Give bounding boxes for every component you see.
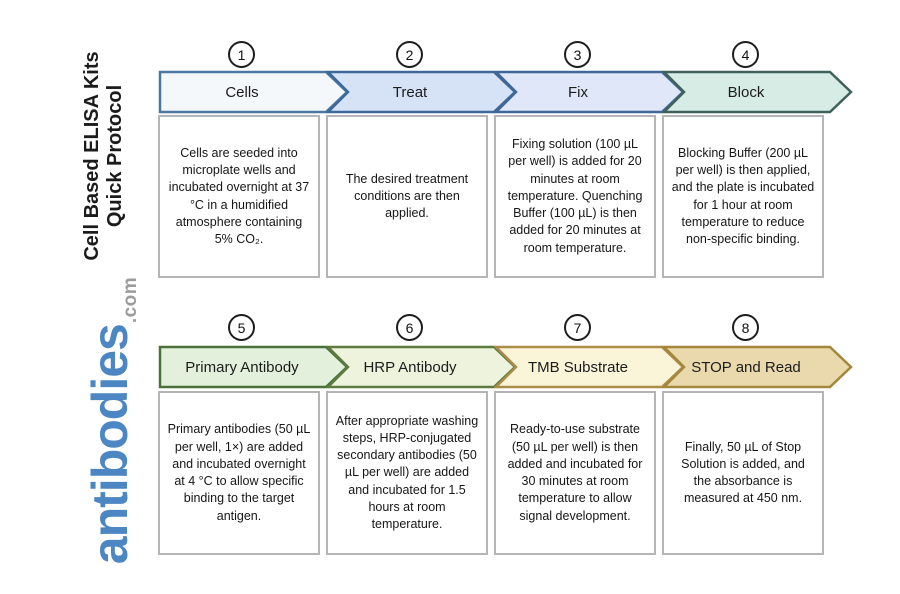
- chevron-arrow-icon: [662, 70, 853, 114]
- chevron-arrow-icon: [662, 345, 853, 389]
- step-number: 2: [405, 46, 414, 63]
- brand-logo-wordmark: antibodies: [82, 324, 138, 565]
- step-number-badge: 1: [228, 41, 255, 68]
- brand-logo: antibodies.com: [81, 271, 155, 571]
- step-number-badge: 3: [564, 41, 591, 68]
- step-number-badge: 4: [732, 41, 759, 68]
- step-number-badge: 2: [396, 41, 423, 68]
- step-number-badge: 8: [732, 314, 759, 341]
- chevron-arrow-icon: [326, 70, 517, 114]
- step-number: 8: [741, 319, 750, 336]
- page-title-line1: Cell Based ELISA Kits: [81, 51, 103, 261]
- step-description: Blocking Buffer (200 µL per well) is the…: [662, 115, 824, 278]
- step-description: Finally, 50 µL of Stop Solution is added…: [662, 391, 824, 555]
- chevron-arrow-icon: [158, 70, 349, 114]
- step-number: 5: [237, 319, 246, 336]
- step-description: Fixing solution (100 µL per well) is add…: [494, 115, 656, 278]
- step-number-badge: 5: [228, 314, 255, 341]
- brand-logo-domain-suffix: .com: [120, 276, 141, 324]
- step-description: The desired treatment conditions are the…: [326, 115, 488, 278]
- chevron-arrow-icon: [494, 345, 685, 389]
- step-number: 1: [237, 46, 246, 63]
- page-title-line2: Quick Protocol: [104, 84, 126, 228]
- step-description: Primary antibodies (50 µL per well, 1×) …: [158, 391, 320, 555]
- chevron-arrow-icon: [158, 345, 349, 389]
- page-title: Cell Based ELISA Kits Quick Protocol: [81, 41, 129, 271]
- step-number: 6: [405, 319, 414, 336]
- step-number: 4: [741, 46, 750, 63]
- step-number: 7: [573, 319, 582, 336]
- chevron-arrow-icon: [326, 345, 517, 389]
- step-number: 3: [573, 46, 582, 63]
- step-description: Cells are seeded into microplate wells a…: [158, 115, 320, 278]
- step-description: After appropriate washing steps, HRP-con…: [326, 391, 488, 555]
- step-number-badge: 6: [396, 314, 423, 341]
- step-number-badge: 7: [564, 314, 591, 341]
- step-description: Ready-to-use substrate (50 µL per well) …: [494, 391, 656, 555]
- chevron-arrow-icon: [494, 70, 685, 114]
